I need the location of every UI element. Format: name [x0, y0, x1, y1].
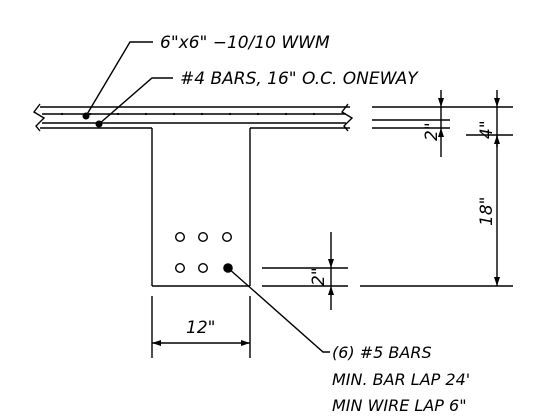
- dim-12-label: 12": [186, 318, 215, 338]
- beam-web: [151, 128, 251, 287]
- note-line-1: (6) #5 BARS: [332, 343, 432, 362]
- dim-2-bottom-label: 2": [309, 267, 329, 286]
- dim-2-top-label: 2": [422, 122, 442, 141]
- note-line-3: MIN WIRE LAP 6": [332, 396, 467, 415]
- slab: [32, 103, 354, 132]
- dim-4-label: 4": [477, 120, 497, 139]
- leader-lines: [85, 41, 330, 353]
- wwm-label: 6"x6" −10/10 WWM: [160, 33, 330, 53]
- wwm-dots: [60, 112, 316, 116]
- dim-18-label: 18": [477, 197, 497, 226]
- rebar-group: [174, 231, 233, 274]
- bars4-label: #4 BARS, 16" O.C. ONEWAY: [180, 69, 419, 89]
- bottom-cover-dimension: [262, 232, 348, 310]
- bar-note: (6) #5 BARS MIN. BAR LAP 24' MIN WIRE LA…: [332, 343, 470, 415]
- right-dimensions: [360, 90, 513, 287]
- width-dimension: [151, 296, 251, 358]
- note-line-2: MIN. BAR LAP 24': [332, 370, 470, 389]
